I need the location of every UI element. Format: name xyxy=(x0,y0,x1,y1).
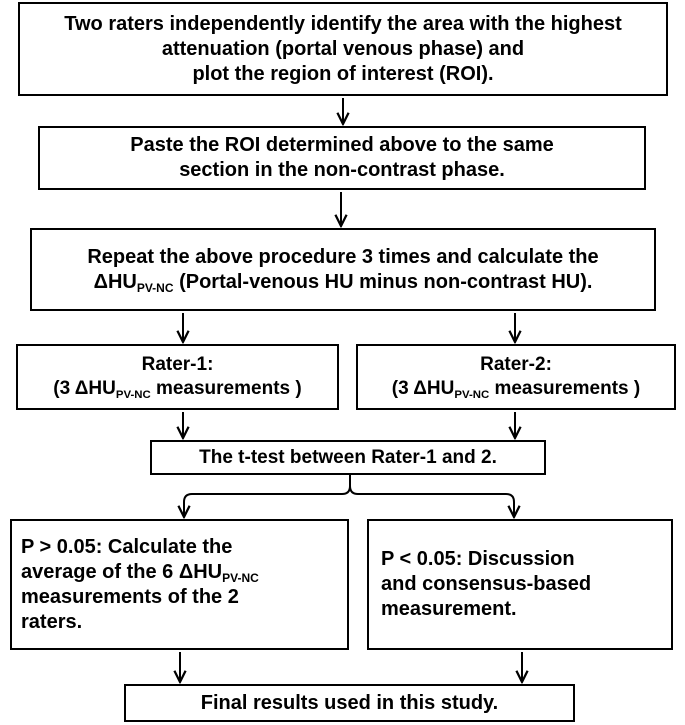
rater1-title: Rater-1: xyxy=(141,354,214,376)
p-less-box: P < 0.05: Discussion and consensus-based… xyxy=(367,519,673,650)
rater2-title: Rater-2: xyxy=(480,354,552,376)
ttest-box: The t-test between Rater-1 and 2. xyxy=(150,440,546,475)
p-greater-subscript: PV-NC xyxy=(222,570,259,585)
step3-line-2-rest: (Portal-venous HU minus non-contrast HU)… xyxy=(173,270,593,293)
rater1-prefix: (3 ΔHU xyxy=(53,378,116,399)
step3-repeat-box: Repeat the above procedure 3 times and c… xyxy=(30,228,656,311)
step3-delta: ΔHU xyxy=(93,270,137,293)
p-less-line-2: and consensus-based xyxy=(381,573,592,595)
p-greater-line-4: raters. xyxy=(21,610,83,633)
p-greater-line-1: P > 0.05: Calculate the xyxy=(21,535,233,558)
p-less-line-3: measurement. xyxy=(381,598,517,620)
ttest-text: The t-test between Rater-1 and 2. xyxy=(199,446,497,468)
rater2-subscript: PV-NC xyxy=(454,388,490,401)
rater1-suffix: measurements ) xyxy=(150,378,302,399)
final-results-box: Final results used in this study. xyxy=(124,684,575,722)
step1-identify-box: Two raters independently identify the ar… xyxy=(18,2,668,96)
rater1-box: Rater-1: (3 ΔHUPV-NC measurements ) xyxy=(16,344,339,410)
step3-line-2: ΔHUPV-NC (Portal-venous HU minus non-con… xyxy=(94,270,593,295)
brace-split xyxy=(183,475,515,516)
rater1-measurements: (3 ΔHUPV-NC measurements ) xyxy=(53,377,301,401)
step2-line-1: Paste the ROI determined above to the sa… xyxy=(130,134,554,156)
rater2-measurements: (3 ΔHUPV-NC measurements ) xyxy=(392,377,640,401)
step2-paste-box: Paste the ROI determined above to the sa… xyxy=(38,126,646,190)
step1-line-2: attenuation (portal venous phase) and xyxy=(161,37,525,60)
p-greater-line-3: measurements of the 2 xyxy=(21,585,239,608)
step2-line-2: section in the non-contrast phase. xyxy=(179,159,505,181)
rater2-suffix: measurements ) xyxy=(489,378,641,399)
rater2-prefix: (3 ΔHU xyxy=(391,378,455,399)
p-greater-box: P > 0.05: Calculate the average of the 6… xyxy=(10,519,349,650)
p-less-line-1: P < 0.05: Discussion xyxy=(381,548,575,570)
rater1-subscript: PV-NC xyxy=(115,388,151,401)
p-greater-line-2-prefix: average of the 6 ΔHU xyxy=(21,560,223,583)
step3-line-1: Repeat the above procedure 3 times and c… xyxy=(87,245,599,268)
step1-line-1: Two raters independently identify the ar… xyxy=(64,12,622,35)
final-results-text: Final results used in this study. xyxy=(200,691,499,714)
step3-subscript: PV-NC xyxy=(136,280,174,295)
step1-line-3: plot the region of interest (ROI). xyxy=(192,62,494,85)
p-greater-line-2: average of the 6 ΔHUPV-NC xyxy=(21,560,347,585)
rater2-box: Rater-2: (3 ΔHUPV-NC measurements ) xyxy=(356,344,676,410)
